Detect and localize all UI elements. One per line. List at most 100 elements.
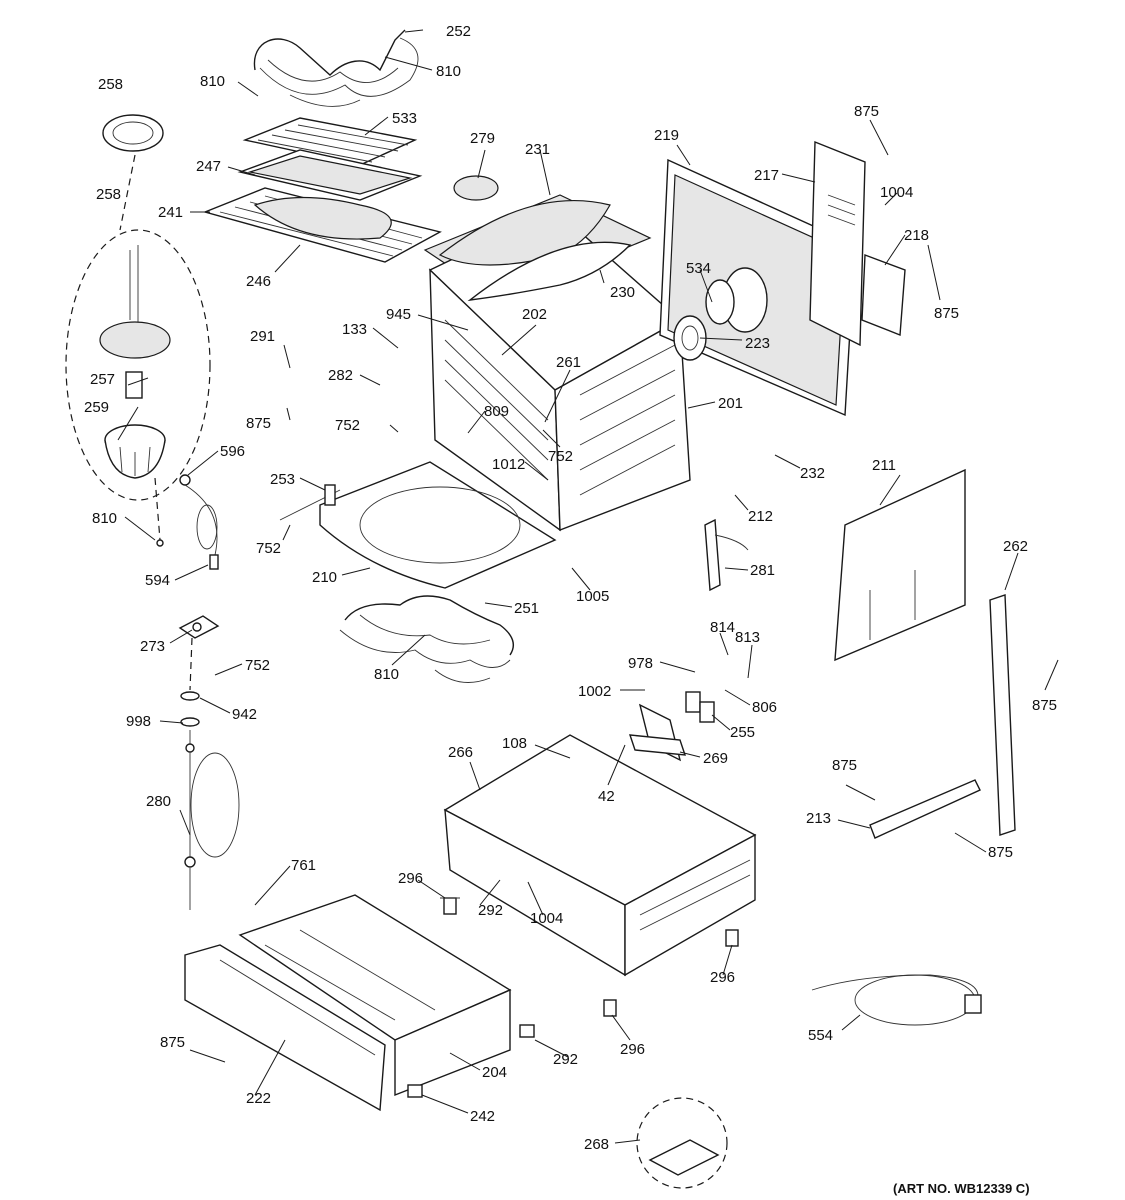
callout-810: 810 xyxy=(92,510,117,527)
callout-1012: 1012 xyxy=(492,456,525,473)
callout-554: 554 xyxy=(808,1027,833,1044)
callout-42: 42 xyxy=(598,788,615,805)
callout-201: 201 xyxy=(718,395,743,412)
temperature-sensor xyxy=(178,615,240,910)
callout-268: 268 xyxy=(584,1136,609,1153)
drawer-glide-a xyxy=(519,1024,535,1038)
callout-875: 875 xyxy=(160,1034,185,1051)
callout-875: 875 xyxy=(854,103,879,120)
callout-258: 258 xyxy=(96,186,121,203)
callout-212: 212 xyxy=(748,508,773,525)
callout-246: 246 xyxy=(246,273,271,290)
callout-594: 594 xyxy=(145,572,170,589)
callout-222: 222 xyxy=(246,1090,271,1107)
drawer-glide-b xyxy=(407,1084,423,1098)
callout-210: 210 xyxy=(312,569,337,586)
callout-262: 262 xyxy=(1003,538,1028,555)
callout-810: 810 xyxy=(436,63,461,80)
callout-219: 219 xyxy=(654,127,679,144)
door-hinge xyxy=(704,518,749,592)
callout-259: 259 xyxy=(84,399,109,416)
callout-1005: 1005 xyxy=(576,588,609,605)
callout-218: 218 xyxy=(904,227,929,244)
callout-292: 292 xyxy=(553,1051,578,1068)
callout-810: 810 xyxy=(374,666,399,683)
leveling-leg-c xyxy=(603,999,617,1017)
callout-269: 269 xyxy=(703,750,728,767)
callout-942: 942 xyxy=(232,706,257,723)
callout-247: 247 xyxy=(196,158,221,175)
wire-harness xyxy=(179,474,219,570)
callout-230: 230 xyxy=(610,284,635,301)
callout-875: 875 xyxy=(246,415,271,432)
callout-810: 810 xyxy=(200,73,225,90)
bake-element xyxy=(339,595,514,683)
terminal-block xyxy=(685,691,715,723)
callout-280: 280 xyxy=(146,793,171,810)
callout-108: 108 xyxy=(502,735,527,752)
callout-231: 231 xyxy=(525,141,550,158)
broil-pan xyxy=(237,149,423,201)
callout-253: 253 xyxy=(270,471,295,488)
callout-761: 761 xyxy=(291,857,316,874)
rail-bracket xyxy=(869,779,981,839)
callout-labels: 252 810 810 258 533 247 241 246 258 279 … xyxy=(84,23,1057,1196)
callout-1004: 1004 xyxy=(530,910,563,927)
callout-813: 813 xyxy=(735,629,760,646)
callout-814: 814 xyxy=(710,619,735,636)
broil-element xyxy=(253,29,419,107)
callout-596: 596 xyxy=(220,443,245,460)
oven-rack-lower xyxy=(202,187,442,263)
callout-255: 255 xyxy=(730,724,755,741)
callout-1004: 1004 xyxy=(880,184,913,201)
callout-1002: 1002 xyxy=(578,683,611,700)
insulation-top xyxy=(438,199,632,302)
rear-bracket xyxy=(809,140,866,347)
art-number: (ART NO. WB12339 C) xyxy=(893,1181,1030,1196)
side-panel xyxy=(834,468,966,662)
callout-291: 291 xyxy=(250,328,275,345)
callout-875: 875 xyxy=(988,844,1013,861)
drawer-front xyxy=(184,944,386,1112)
callout-258: 258 xyxy=(98,76,123,93)
storage-drawer xyxy=(238,894,512,1097)
callout-296: 296 xyxy=(710,969,735,986)
callout-875: 875 xyxy=(1032,697,1057,714)
bake-element-terminals xyxy=(279,484,341,521)
back-panel xyxy=(659,158,856,417)
side-bracket xyxy=(861,254,906,336)
callout-279: 279 xyxy=(470,130,495,147)
callout-261: 261 xyxy=(556,354,581,371)
convection-fan xyxy=(673,279,735,361)
callout-241: 241 xyxy=(158,204,183,221)
leveling-leg-a xyxy=(440,897,460,915)
callout-296: 296 xyxy=(398,870,423,887)
callout-217: 217 xyxy=(754,167,779,184)
callout-752: 752 xyxy=(245,657,270,674)
callout-232: 232 xyxy=(800,465,825,482)
callout-752: 752 xyxy=(256,540,281,557)
callout-266: 266 xyxy=(448,744,473,761)
power-cord xyxy=(811,974,982,1026)
callout-204: 204 xyxy=(482,1064,507,1081)
callout-292: 292 xyxy=(478,902,503,919)
leveling-leg-b xyxy=(725,929,739,947)
convection-fan-assembly xyxy=(65,114,211,547)
callout-809: 809 xyxy=(484,403,509,420)
oven-bottom-panel xyxy=(319,461,557,589)
callout-282: 282 xyxy=(328,367,353,384)
callout-945: 945 xyxy=(386,306,411,323)
callout-242: 242 xyxy=(470,1108,495,1125)
bracket-269 xyxy=(628,703,687,762)
callout-533: 533 xyxy=(392,110,417,127)
leader-lines xyxy=(117,29,1059,1144)
callout-296: 296 xyxy=(620,1041,645,1058)
callout-752: 752 xyxy=(335,417,360,434)
callout-875: 875 xyxy=(832,757,857,774)
callout-251: 251 xyxy=(514,600,539,617)
callout-534: 534 xyxy=(686,260,711,277)
callout-202: 202 xyxy=(522,306,547,323)
callout-211: 211 xyxy=(872,457,896,474)
detail-circle xyxy=(636,1097,728,1189)
